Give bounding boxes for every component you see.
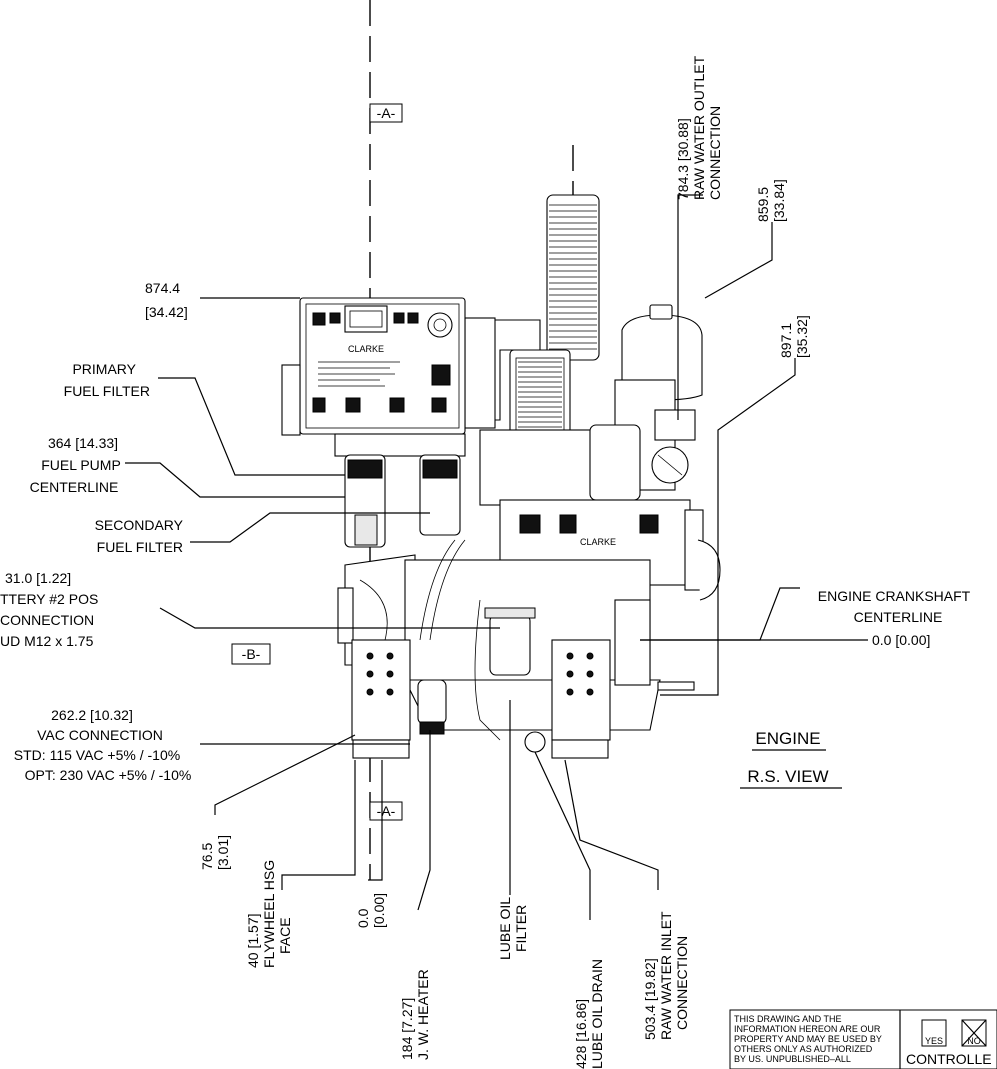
svg-text:FLYWHEEL HSG: FLYWHEEL HSG <box>261 860 277 968</box>
svg-text:SECONDARY: SECONDARY <box>95 517 184 533</box>
engine-body: CLARKE CLARKE <box>281 194 721 759</box>
svg-text:CONNECTION: CONNECTION <box>0 612 94 628</box>
svg-text:428 [16.86]: 428 [16.86] <box>573 999 589 1069</box>
svg-text:PROPERTY AND MAY BE USED BY: PROPERTY AND MAY BE USED BY <box>734 1034 882 1044</box>
svg-text:RAW WATER OUTLET: RAW WATER OUTLET <box>691 55 707 200</box>
mount-foot-right <box>551 639 611 741</box>
view-title: ENGINE R.S. VIEW <box>740 729 842 789</box>
svg-text:40 [1.57]: 40 [1.57] <box>245 914 261 969</box>
svg-text:784.3 [30.88]: 784.3 [30.88] <box>675 118 691 200</box>
label-crankshaft-dim: 0.0 [0.00] <box>872 632 930 648</box>
svg-text:CONNECTION: CONNECTION <box>674 936 690 1030</box>
lube-oil-filter <box>489 614 531 676</box>
svg-text:FUEL PUMP: FUEL PUMP <box>41 457 121 473</box>
svg-text:INFORMATION HEREON ARE OUR: INFORMATION HEREON ARE OUR <box>734 1024 881 1034</box>
label-secondary-fuel-filter: SECONDARY FUEL FILTER <box>95 517 184 555</box>
svg-text:0.0: 0.0 <box>355 908 371 928</box>
panel-gauge <box>427 312 453 338</box>
svg-text:ENGINE CRANKSHAFT: ENGINE CRANKSHAFT <box>818 588 971 604</box>
svg-text:VAC CONNECTION: VAC CONNECTION <box>37 727 163 743</box>
label-lube-oil-drain: 428 [16.86] LUBE OIL DRAIN <box>573 959 605 1069</box>
svg-text:THIS DRAWING AND THE: THIS DRAWING AND THE <box>734 1014 842 1024</box>
svg-text:RAW WATER INLET: RAW WATER INLET <box>658 911 674 1040</box>
label-battery: 31.0 [1.22] TTERY #2 POS CONNECTION UD M… <box>0 570 98 649</box>
jw-heater <box>417 679 447 725</box>
svg-text:-A-: -A- <box>377 105 396 121</box>
svg-text:184 [7.27]: 184 [7.27] <box>399 998 415 1060</box>
svg-text:FUEL FILTER: FUEL FILTER <box>97 539 183 555</box>
label-raw-water-outlet: 784.3 [30.88] RAW WATER OUTLET CONNECTIO… <box>675 55 723 200</box>
label-primary-fuel-filter: PRIMARY FUEL FILTER <box>64 361 150 399</box>
label-874: 874.4 [34.42] <box>145 280 188 320</box>
svg-text:R.S. VIEW: R.S. VIEW <box>747 767 828 786</box>
svg-text:262.2 [10.32]: 262.2 [10.32] <box>51 707 133 723</box>
title-block: THIS DRAWING AND THE INFORMATION HEREON … <box>729 1009 997 1069</box>
lube-oil-drain <box>524 731 546 753</box>
svg-text:-A-: -A- <box>377 803 396 819</box>
label-lube-oil-filter: LUBE OIL FILTER <box>497 897 529 960</box>
svg-text:897.1: 897.1 <box>778 323 794 358</box>
section-marker-b: -B- <box>231 643 271 665</box>
svg-text:FACE: FACE <box>277 917 293 954</box>
label-897: 897.1 [35.32] <box>778 315 810 358</box>
svg-text:ENGINE: ENGINE <box>755 729 820 748</box>
svg-text:TTERY #2 POS: TTERY #2 POS <box>0 591 98 607</box>
svg-text:[3.01]: [3.01] <box>215 835 231 870</box>
label-76: 76.5 [3.01] <box>199 835 231 870</box>
svg-text:OPT: 230 VAC +5% / -10%: OPT: 230 VAC +5% / -10% <box>25 767 192 783</box>
svg-text:OTHERS ONLY AS AUTHORIZED: OTHERS ONLY AS AUTHORIZED <box>734 1044 873 1054</box>
mount-foot-left <box>351 639 411 741</box>
section-marker-a-top: -A- <box>369 103 403 123</box>
svg-text:CLARKE: CLARKE <box>348 344 384 354</box>
svg-text:364 [14.33]: 364 [14.33] <box>48 435 118 451</box>
svg-text:STD: 115 VAC +5% / -10%: STD: 115 VAC +5% / -10% <box>14 747 180 763</box>
svg-text:BY US. UNPUBLISHED–ALL: BY US. UNPUBLISHED–ALL <box>734 1054 851 1064</box>
label-vac: 262.2 [10.32] VAC CONNECTION STD: 115 VA… <box>14 707 192 783</box>
svg-text:503.4 [19.82]: 503.4 [19.82] <box>642 958 658 1040</box>
svg-text:[35.32]: [35.32] <box>794 315 810 358</box>
panel-display <box>344 305 388 333</box>
svg-text:31.0 [1.22]: 31.0 [1.22] <box>5 570 71 586</box>
svg-text:-B-: -B- <box>242 646 261 662</box>
svg-text:874.4: 874.4 <box>145 280 180 296</box>
svg-text:[33.84]: [33.84] <box>771 179 787 222</box>
svg-text:UD M12 x 1.75: UD M12 x 1.75 <box>0 633 94 649</box>
svg-text:[0.00]: [0.00] <box>371 893 387 928</box>
label-raw-water-inlet: 503.4 [19.82] RAW WATER INLET CONNECTION <box>642 911 690 1040</box>
label-zero: 0.0 [0.00] <box>355 893 387 928</box>
svg-text:CENTERLINE: CENTERLINE <box>854 609 943 625</box>
yes-box <box>921 1019 947 1047</box>
svg-text:FUEL FILTER: FUEL FILTER <box>64 383 150 399</box>
svg-text:YES: YES <box>925 1036 943 1046</box>
label-859: 859.5 [33.84] <box>755 179 787 222</box>
svg-text:76.5: 76.5 <box>199 843 215 870</box>
svg-text:LUBE OIL DRAIN: LUBE OIL DRAIN <box>589 959 605 1069</box>
svg-text:[34.42]: [34.42] <box>145 304 188 320</box>
svg-text:FILTER: FILTER <box>513 905 529 952</box>
svg-text:PRIMARY: PRIMARY <box>72 361 136 377</box>
label-jw-heater: 184 [7.27] J. W. HEATER <box>399 969 431 1060</box>
svg-text:LUBE OIL: LUBE OIL <box>497 897 513 960</box>
svg-text:CONTROLLE: CONTROLLE <box>906 1051 992 1067</box>
label-crankshaft: ENGINE CRANKSHAFT CENTERLINE <box>818 588 971 625</box>
label-flywheel: 40 [1.57] FLYWHEEL HSG FACE <box>245 860 293 968</box>
svg-text:859.5: 859.5 <box>755 187 771 222</box>
leader-lines <box>125 194 868 920</box>
svg-text:NO: NO <box>967 1036 981 1046</box>
svg-text:CENTERLINE: CENTERLINE <box>30 479 119 495</box>
svg-text:CONNECTION: CONNECTION <box>707 106 723 200</box>
svg-text:CLARKE: CLARKE <box>580 537 616 547</box>
section-marker-a-bottom: -A- <box>369 801 403 821</box>
svg-text:J. W. HEATER: J. W. HEATER <box>415 969 431 1060</box>
label-fuel-pump: 364 [14.33] FUEL PUMP CENTERLINE <box>30 435 121 495</box>
